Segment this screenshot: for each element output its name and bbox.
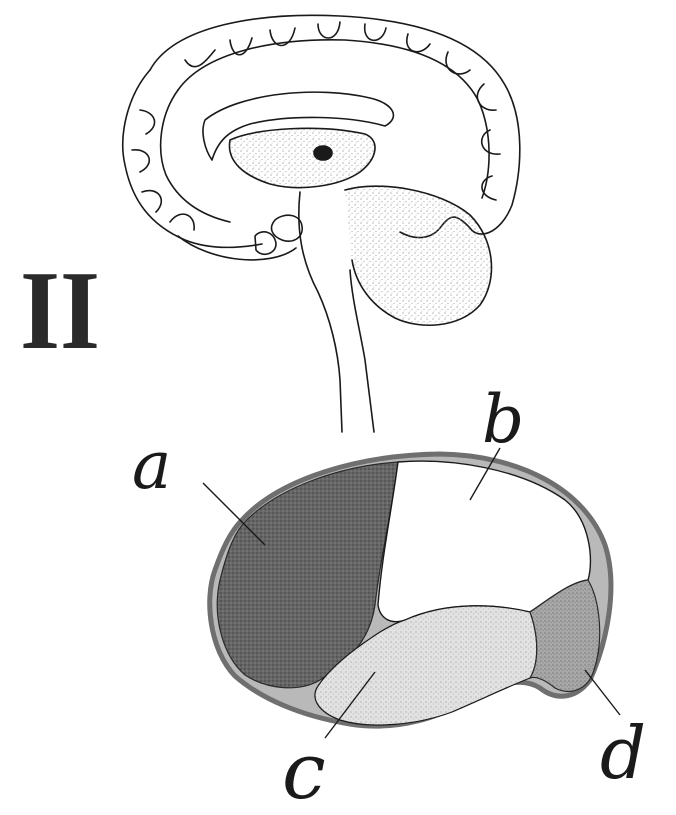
label-b: b — [482, 381, 524, 458]
leader-line-d — [585, 670, 620, 715]
lateral-brain-regions — [203, 448, 620, 738]
cerebellum — [345, 186, 491, 325]
label-a: a — [132, 427, 171, 504]
optic-chiasm — [255, 232, 276, 254]
sagittal-brain-section — [123, 15, 520, 432]
thalamus — [229, 128, 375, 187]
ventricle-spot — [314, 146, 332, 160]
label-d: d — [600, 711, 646, 795]
pituitary — [271, 215, 302, 241]
gyri — [132, 22, 500, 230]
fornix — [178, 236, 296, 260]
figure-numeral: II — [20, 249, 100, 373]
label-c: c — [282, 727, 326, 815]
cortex-outline — [150, 15, 520, 237]
